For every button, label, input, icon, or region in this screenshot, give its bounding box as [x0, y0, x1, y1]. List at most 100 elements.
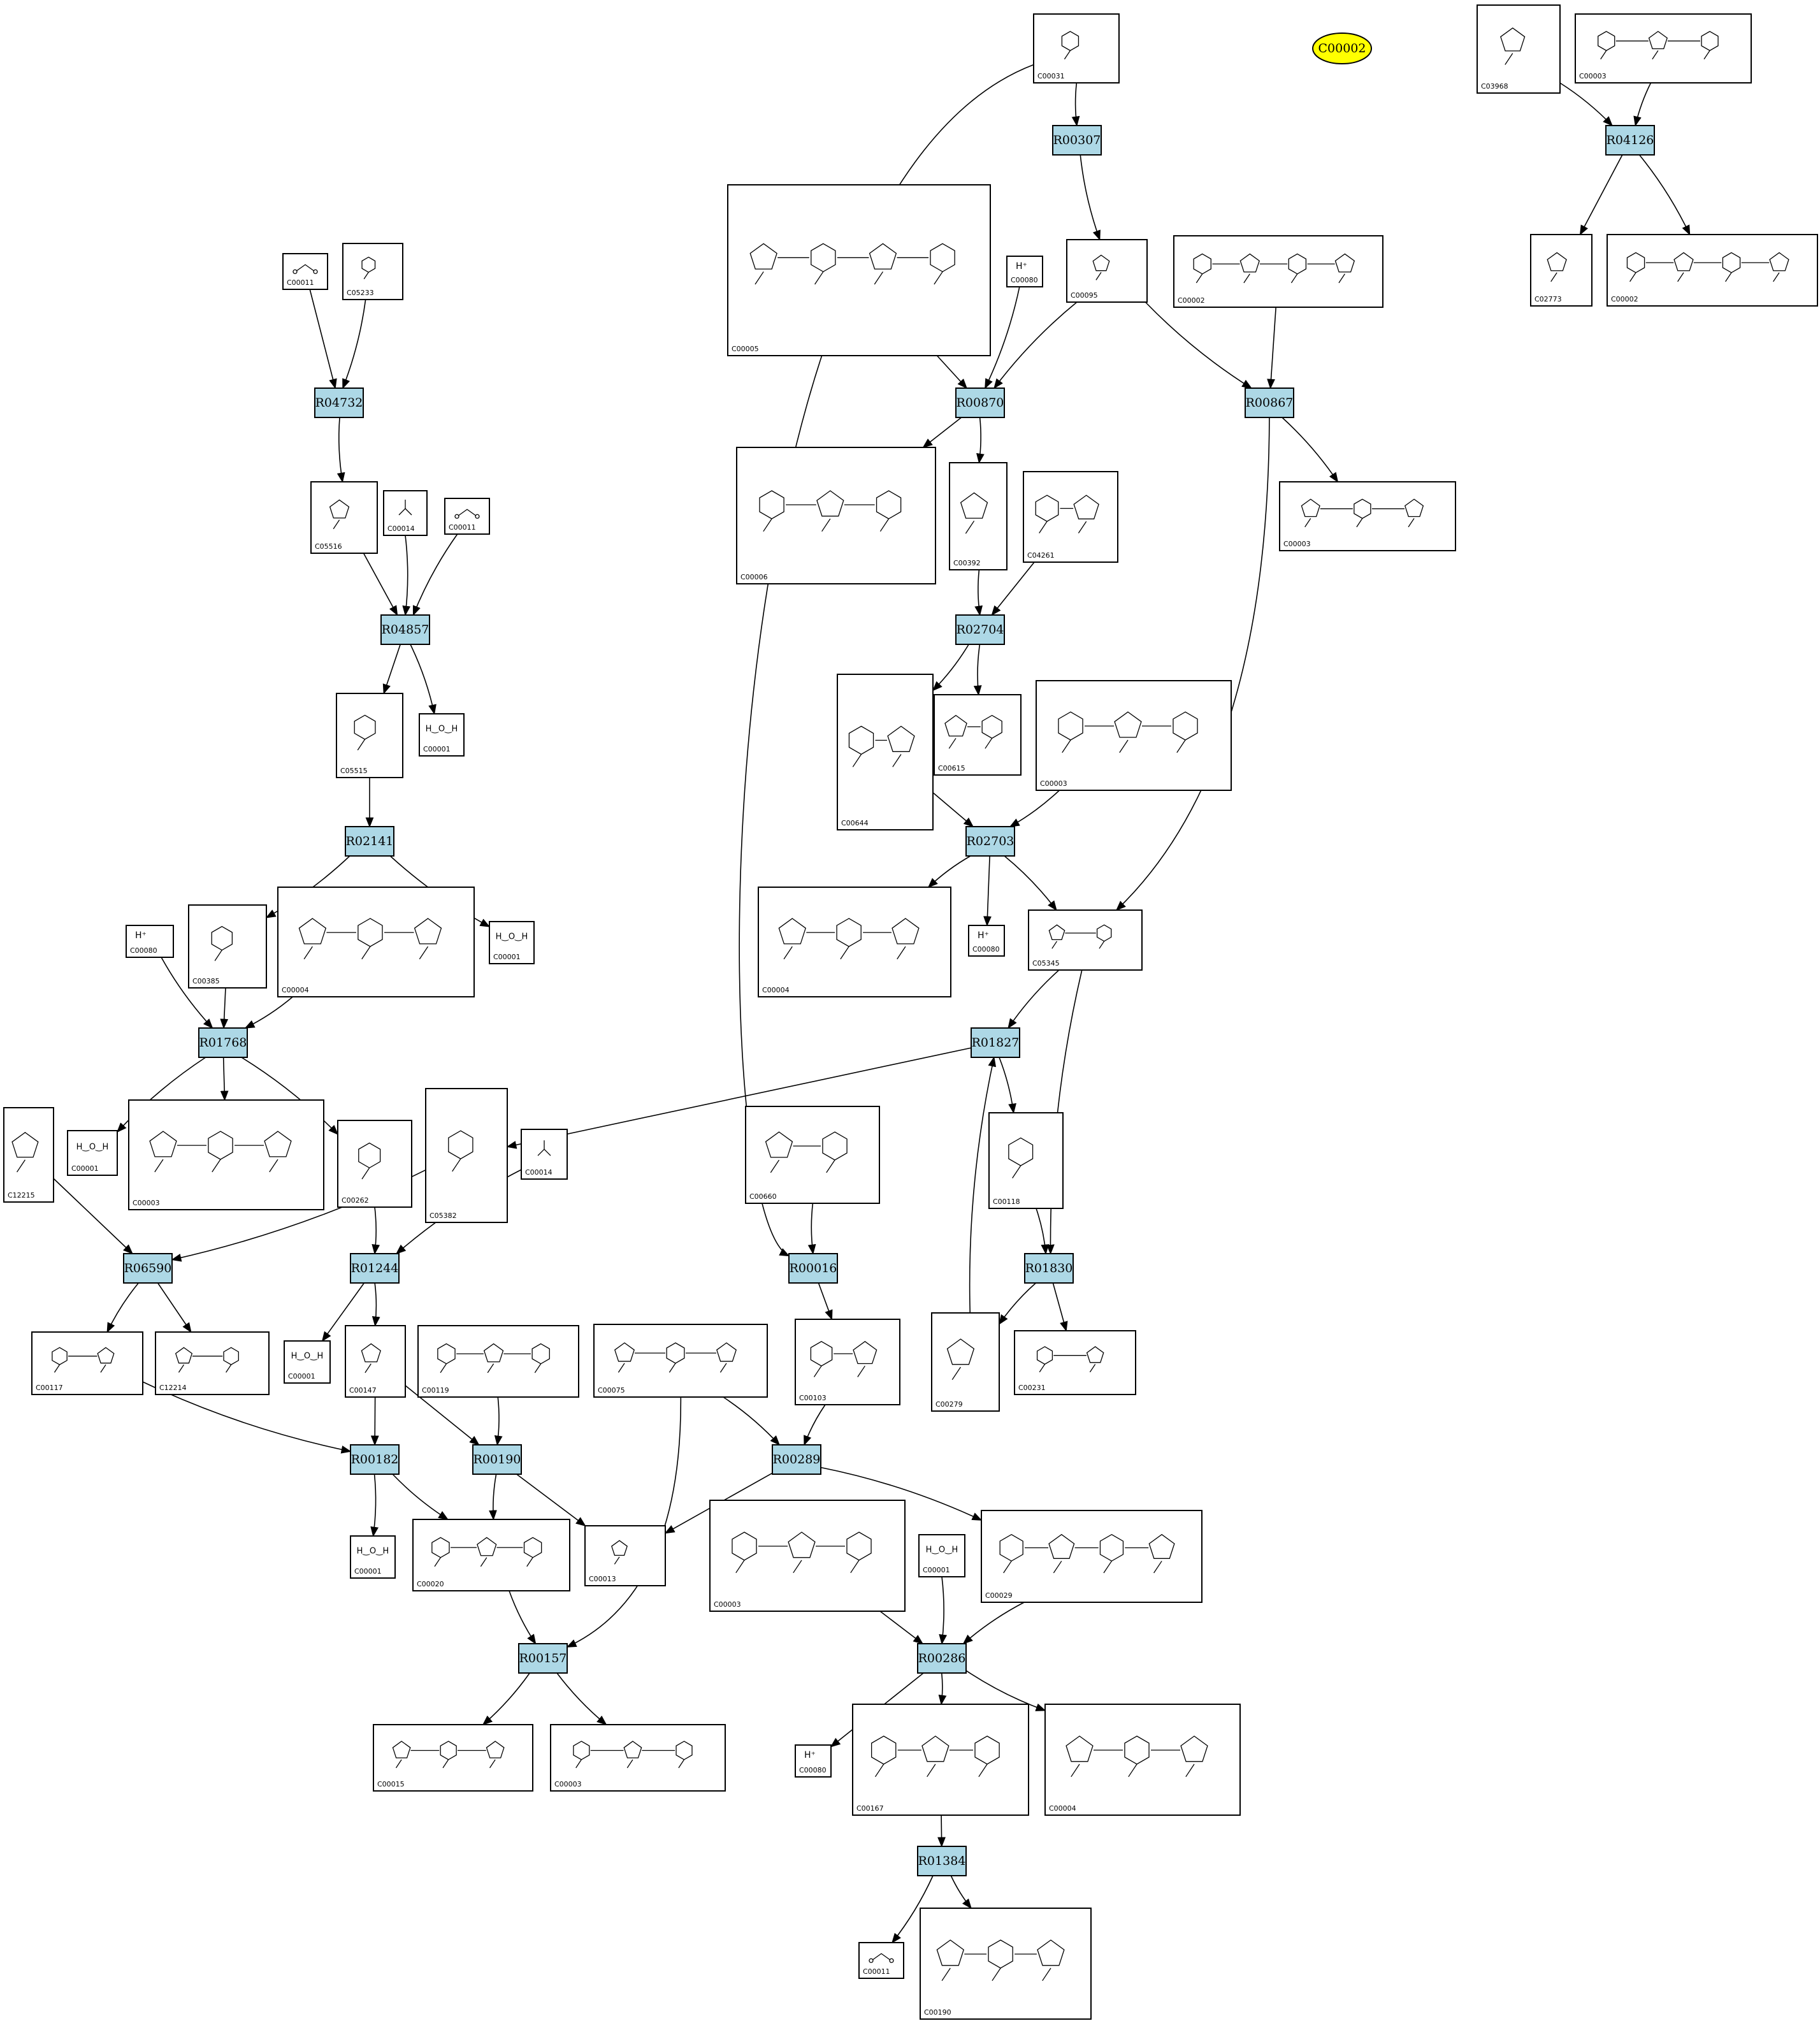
- reaction-node[interactable]: R00870: [955, 388, 1005, 418]
- compound-box[interactable]: [310, 481, 378, 554]
- reaction-node[interactable]: R00157: [518, 1643, 568, 1674]
- compound-box[interactable]: [988, 1112, 1064, 1209]
- compound-node[interactable]: C00002: [1173, 235, 1383, 308]
- compound-node[interactable]: C05516: [310, 481, 378, 554]
- compound-node[interactable]: C12214: [155, 1331, 270, 1395]
- compound-node[interactable]: C02773: [1530, 234, 1592, 307]
- compound-box[interactable]: [1036, 680, 1232, 791]
- compound-box[interactable]: [981, 1510, 1202, 1603]
- reaction-box[interactable]: [917, 1643, 967, 1674]
- compound-box[interactable]: [155, 1331, 270, 1395]
- compound-box[interactable]: [3, 1107, 54, 1203]
- compound-node[interactable]: C00003: [550, 1724, 726, 1792]
- reaction-node[interactable]: R02704: [955, 614, 1005, 645]
- compound-box[interactable]: [709, 1500, 906, 1612]
- reaction-box[interactable]: [350, 1253, 400, 1284]
- compound-box[interactable]: [1028, 909, 1143, 971]
- compound-box[interactable]: [1279, 481, 1456, 551]
- compound-box[interactable]: [931, 1312, 1000, 1412]
- compound-node[interactable]: C00011: [282, 253, 328, 290]
- reaction-node[interactable]: R04126: [1605, 125, 1655, 156]
- compound-node[interactable]: H⁺C00080: [1006, 256, 1043, 287]
- reaction-node[interactable]: R01830: [1024, 1253, 1074, 1284]
- reaction-box[interactable]: [955, 614, 1005, 645]
- compound-box[interactable]: [345, 1325, 406, 1398]
- compound-node[interactable]: C00006: [736, 447, 936, 584]
- compound-node[interactable]: C00020: [412, 1519, 570, 1591]
- compound-node[interactable]: C00004: [1044, 1704, 1241, 1816]
- compound-box[interactable]: [282, 253, 328, 290]
- compound-node[interactable]: C00031: [1033, 13, 1120, 83]
- reaction-node[interactable]: R00190: [472, 1444, 522, 1475]
- compound-node[interactable]: C00117: [31, 1331, 143, 1395]
- compound-box[interactable]: [852, 1704, 1029, 1816]
- reaction-node[interactable]: R00286: [917, 1643, 967, 1674]
- compound-box[interactable]: [444, 498, 490, 535]
- compound-box[interactable]: [336, 693, 403, 778]
- compound-node[interactable]: C00005: [727, 184, 991, 356]
- compound-node[interactable]: C05345: [1028, 909, 1143, 971]
- compound-node[interactable]: C00029: [981, 1510, 1202, 1603]
- compound-box[interactable]: [745, 1106, 880, 1204]
- compound-node[interactable]: C00003: [1279, 481, 1456, 551]
- reaction-box[interactable]: [350, 1444, 400, 1475]
- compound-box[interactable]: [128, 1099, 324, 1210]
- compound-node[interactable]: C00660: [745, 1106, 880, 1204]
- compound-node[interactable]: C00118: [988, 1112, 1064, 1209]
- compound-node[interactable]: C00262: [337, 1120, 412, 1208]
- compound-node[interactable]: C00004: [758, 887, 951, 997]
- reaction-box[interactable]: [518, 1643, 568, 1674]
- compound-node[interactable]: C00103: [795, 1319, 900, 1405]
- compound-box[interactable]: [350, 1535, 396, 1579]
- compound-box[interactable]: [419, 713, 465, 757]
- compound-node[interactable]: H⁺C00080: [126, 925, 174, 958]
- compound-node[interactable]: C00190: [920, 1908, 1092, 2020]
- reaction-box[interactable]: [955, 388, 1005, 418]
- reaction-node[interactable]: R01244: [350, 1253, 400, 1284]
- compound-box[interactable]: [934, 694, 1022, 776]
- compound-box[interactable]: [795, 1744, 832, 1778]
- compound-box[interactable]: [412, 1519, 570, 1591]
- compound-node[interactable]: C04261: [1023, 471, 1118, 563]
- reaction-box[interactable]: [772, 1444, 821, 1475]
- compound-box[interactable]: [521, 1129, 568, 1180]
- compound-box[interactable]: [584, 1525, 666, 1586]
- reaction-box[interactable]: [1605, 125, 1655, 156]
- compound-box[interactable]: [795, 1319, 900, 1405]
- reaction-node[interactable]: R02703: [965, 826, 1015, 857]
- compound-box[interactable]: [1014, 1330, 1136, 1395]
- compound-node[interactable]: C00004: [277, 887, 475, 997]
- reaction-box[interactable]: [971, 1027, 1020, 1058]
- compound-node[interactable]: C05515: [336, 693, 403, 778]
- root-compound-ellipse[interactable]: [1312, 33, 1372, 64]
- compound-box[interactable]: [284, 1340, 331, 1384]
- reaction-box[interactable]: [380, 614, 430, 645]
- compound-box[interactable]: [1607, 234, 1818, 307]
- compound-node[interactable]: C00119: [417, 1325, 579, 1398]
- reaction-node[interactable]: R00867: [1245, 388, 1294, 418]
- compound-node[interactable]: C00385: [188, 904, 267, 989]
- reaction-node[interactable]: R04857: [380, 614, 430, 645]
- reaction-node[interactable]: R00289: [772, 1444, 821, 1475]
- compound-box[interactable]: [1173, 235, 1383, 308]
- compound-node[interactable]: H⁺C00080: [968, 925, 1005, 957]
- reaction-node[interactable]: R01827: [971, 1027, 1020, 1058]
- compound-node[interactable]: C00003: [128, 1099, 324, 1210]
- compound-box[interactable]: [31, 1331, 143, 1395]
- reaction-node[interactable]: R00016: [788, 1253, 838, 1284]
- compound-node[interactable]: C00011: [858, 1942, 904, 1979]
- compound-box[interactable]: [918, 1534, 965, 1577]
- compound-box[interactable]: [417, 1325, 579, 1398]
- compound-node[interactable]: C03968: [1477, 4, 1561, 94]
- reaction-box[interactable]: [314, 388, 364, 418]
- compound-box[interactable]: [1006, 256, 1043, 287]
- compound-node[interactable]: C05382: [425, 1088, 508, 1223]
- compound-node[interactable]: C00615: [934, 694, 1022, 776]
- compound-node[interactable]: C00014: [521, 1129, 568, 1180]
- compound-node[interactable]: C00644: [837, 674, 934, 830]
- compound-box[interactable]: [126, 925, 174, 958]
